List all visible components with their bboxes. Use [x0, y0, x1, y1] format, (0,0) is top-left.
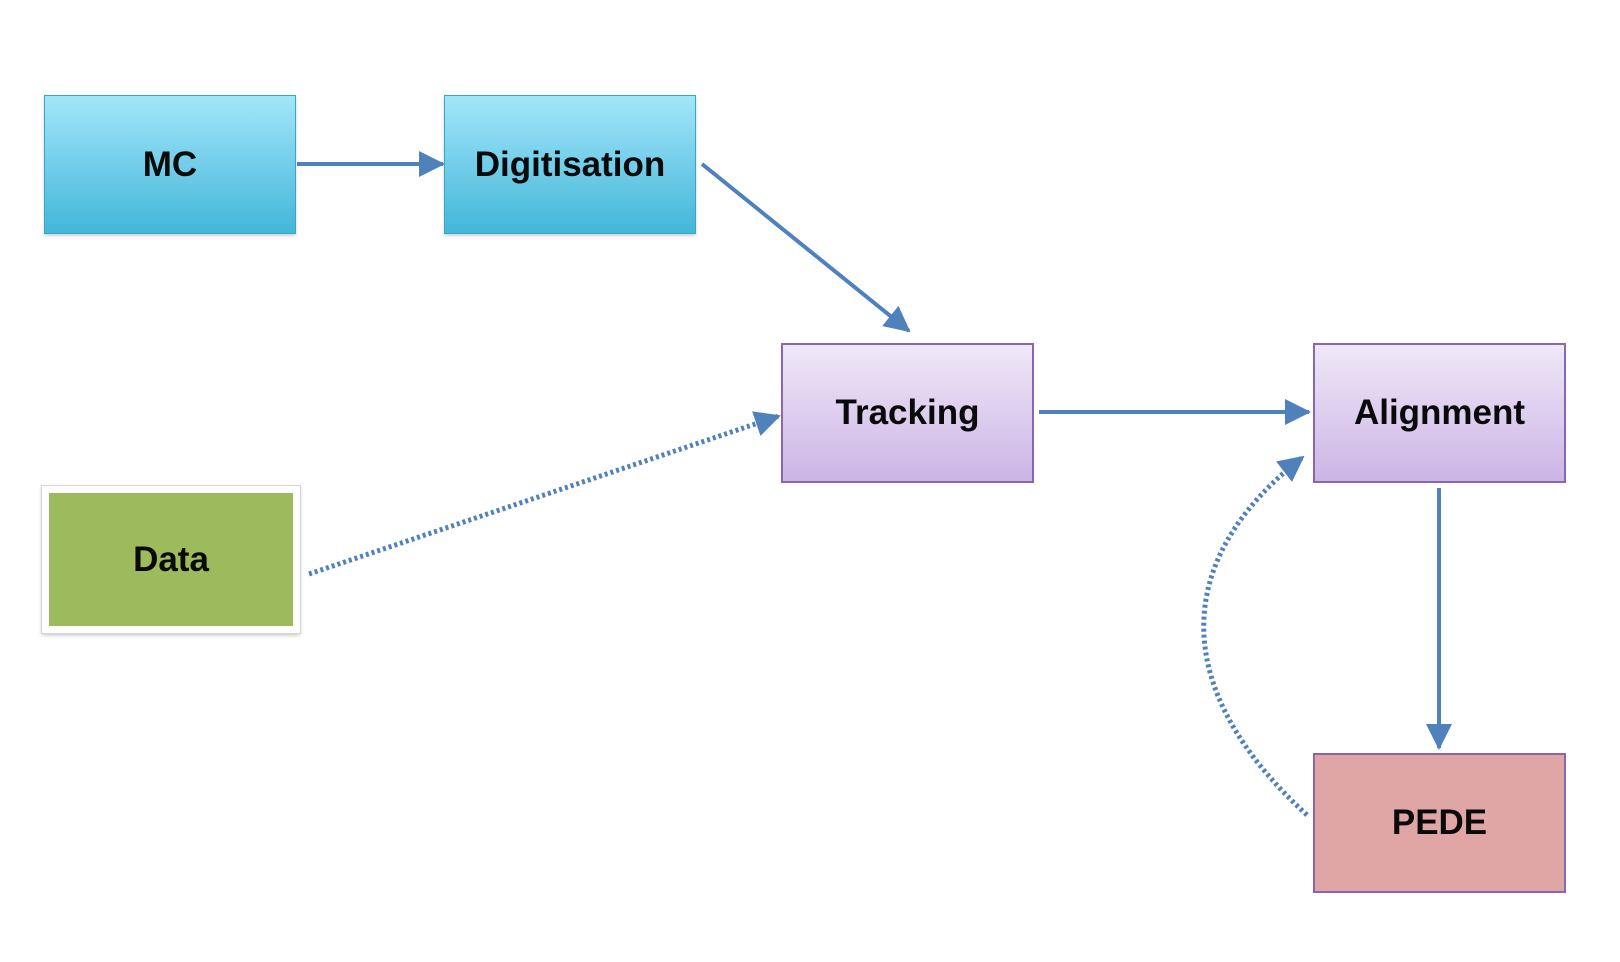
tracking-box: Tracking: [781, 343, 1034, 483]
alignment-label: Alignment: [1353, 393, 1526, 432]
pede-box: PEDE: [1313, 753, 1566, 893]
alignment-box: Alignment: [1313, 343, 1566, 483]
data-box: Data: [42, 486, 300, 633]
arrow-data-to-tracking: [308, 411, 781, 577]
arrow-pede-to-alignment: [1201, 455, 1309, 817]
mc-box: MC: [44, 95, 296, 234]
arrow-digitisation-to-tracking: [700, 162, 911, 333]
digitisation-box: Digitisation: [444, 95, 696, 234]
tracking-label: Tracking: [835, 393, 980, 432]
data-label: Data: [133, 539, 209, 579]
digitisation-label: Digitisation: [474, 144, 666, 184]
pede-label: PEDE: [1391, 803, 1488, 842]
mc-label: MC: [142, 144, 198, 184]
